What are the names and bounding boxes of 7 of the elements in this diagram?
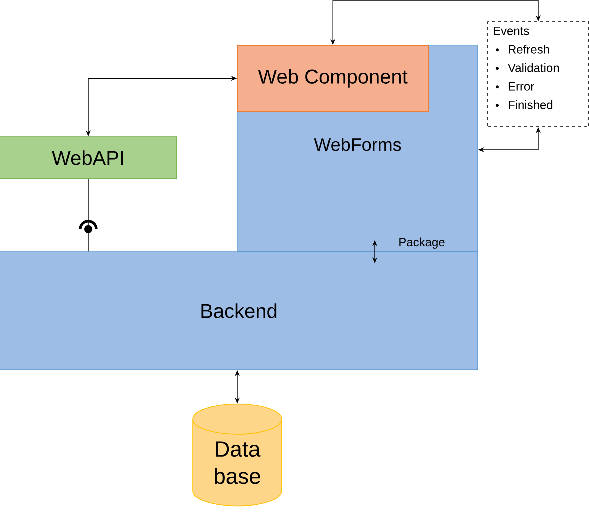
connector: [79, 179, 98, 252]
database-cylinder: Data base: [192, 404, 282, 507]
events-box: Events Refresh Validation Error Finished: [488, 22, 589, 128]
component-box: Web Component: [237, 45, 429, 112]
backend-box: Backend: [0, 252, 478, 370]
api-box: WebAPI: [0, 136, 178, 180]
edge-label: Package: [400, 238, 445, 249]
